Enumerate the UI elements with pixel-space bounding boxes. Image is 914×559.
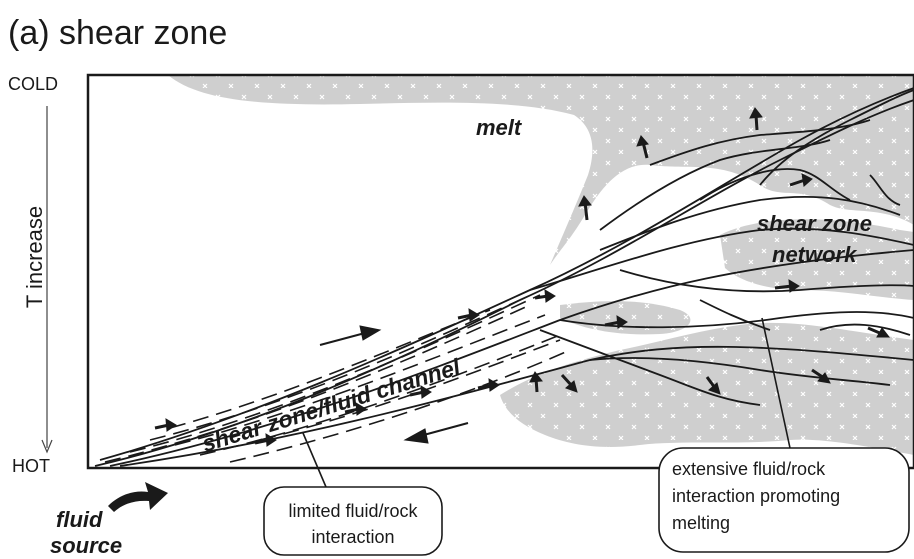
limited-callout-line2: interaction (311, 527, 394, 547)
panel-title: (a) shear zone (8, 14, 227, 52)
melt-region-bottom (500, 323, 914, 455)
extensive-callout-line3: melting (672, 513, 730, 533)
hot-label: HOT (12, 456, 50, 476)
melt-label: melt (476, 115, 523, 140)
network-label-line1: shear zone (757, 211, 872, 236)
melt-region-lens (560, 301, 690, 334)
network-label-line2: network (772, 242, 858, 267)
extensive-callout-line1: extensive fluid/rock (672, 459, 826, 479)
limited-callout-line1: limited fluid/rock (288, 501, 418, 521)
fluid-source-arrow-icon (108, 482, 168, 512)
temperature-axis-label: T increase (22, 206, 47, 308)
fluid-source-label-line1: fluid (56, 507, 103, 532)
extensive-callout-line2: interaction promoting (672, 486, 840, 506)
cold-label: COLD (8, 74, 58, 94)
fluid-source-label-line2: source (50, 533, 122, 558)
